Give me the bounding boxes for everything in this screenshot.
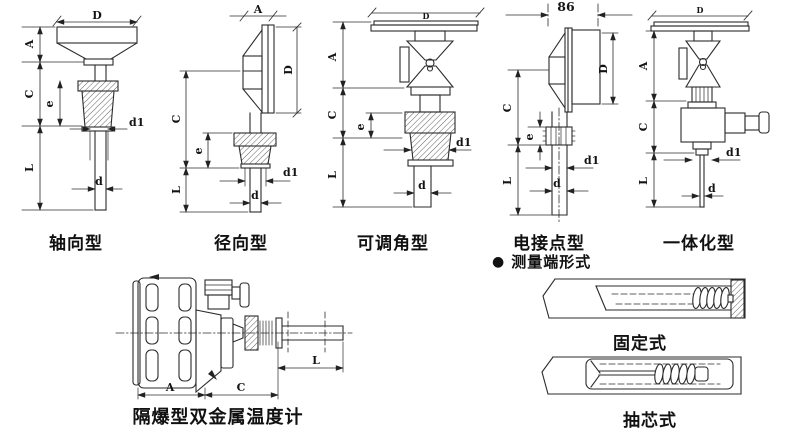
explosion-proof-drawing: A C L bbox=[115, 274, 353, 400]
contact-dim-L: L bbox=[501, 177, 514, 185]
contact-dim-e: e bbox=[523, 134, 536, 141]
axial-dim-C: C bbox=[23, 89, 36, 98]
axial-dim-d: d bbox=[95, 175, 103, 188]
axial-dim-L: L bbox=[23, 164, 36, 172]
label-adjustable-type: 可调角型 bbox=[357, 234, 429, 254]
explosion-dim-L: L bbox=[312, 354, 320, 367]
axial-outline bbox=[21, 15, 142, 211]
bullet-icon: ● bbox=[492, 253, 506, 270]
label-axial-type: 轴向型 bbox=[49, 234, 103, 254]
label-core-pull-end: 抽芯式 bbox=[623, 411, 677, 431]
adjustable-dim-e: e bbox=[354, 124, 367, 131]
label-fixed-end: 固定式 bbox=[613, 334, 667, 354]
contact-dim-d: d bbox=[553, 177, 561, 190]
radial-dim-d1: d1 bbox=[283, 166, 298, 179]
label-contact-type: 电接点型 bbox=[513, 234, 585, 254]
electric-contact-type-drawing: 86 D C e d1 L d bbox=[501, 0, 633, 223]
axial-type-drawing: D A C e d1 L d bbox=[21, 9, 144, 211]
integrated-dim-D: D bbox=[697, 5, 704, 15]
measuring-end-heading-text: 测量端形式 bbox=[511, 253, 592, 271]
label-radial-type: 径向型 bbox=[214, 234, 268, 254]
radial-dim-L: L bbox=[170, 186, 183, 194]
integrated-dim-C: C bbox=[637, 122, 650, 131]
label-integrated-type: 一体化型 bbox=[663, 234, 735, 254]
adjustable-dim-d: d bbox=[418, 179, 426, 192]
explosion-dim-A: A bbox=[165, 381, 175, 394]
integrated-type-drawing: D A C d1 L d bbox=[637, 5, 770, 208]
adjustable-dim-C: C bbox=[326, 110, 339, 119]
radial-dim-C: C bbox=[170, 114, 183, 123]
radial-outline bbox=[179, 10, 302, 213]
integrated-dim-d: d bbox=[708, 182, 716, 195]
contact-dim-86: 86 bbox=[557, 0, 575, 14]
explosion-proof-outline bbox=[115, 274, 353, 400]
integrated-dim-L: L bbox=[637, 177, 650, 185]
adjustable-dim-D: D bbox=[423, 11, 430, 21]
measuring-end-heading: ● 测量端形式 bbox=[492, 251, 591, 272]
axial-dim-e: e bbox=[43, 101, 56, 108]
fixed-end-drawing bbox=[542, 278, 746, 319]
core-pull-end-outline bbox=[541, 356, 742, 395]
adjustable-outline bbox=[332, 7, 485, 208]
fixed-end-outline bbox=[542, 278, 746, 319]
axial-dim-A: A bbox=[23, 39, 36, 49]
integrated-outline bbox=[645, 10, 770, 208]
adjustable-angle-type-drawing: D A C e d1 L d bbox=[326, 7, 485, 208]
label-explosion-proof: 隔爆型双金属温度计 bbox=[132, 407, 304, 428]
adjustable-dim-d1: d1 bbox=[456, 136, 471, 149]
axial-dim-D: D bbox=[92, 9, 102, 22]
radial-dim-e: e bbox=[192, 148, 205, 155]
explosion-dim-C: C bbox=[237, 381, 246, 394]
adjustable-dim-L: L bbox=[326, 171, 339, 179]
integrated-dim-d1: d1 bbox=[726, 146, 741, 159]
axial-dim-d1: d1 bbox=[129, 116, 144, 129]
adjustable-dim-A: A bbox=[326, 52, 339, 62]
radial-dim-d: d bbox=[251, 189, 259, 202]
radial-dim-A: A bbox=[253, 3, 263, 16]
contact-outline bbox=[505, 3, 633, 223]
core-pull-end-drawing bbox=[541, 356, 742, 395]
radial-type-drawing: A D C e d1 L d bbox=[170, 3, 302, 213]
contact-dim-d1: d1 bbox=[584, 154, 599, 167]
contact-dim-D: D bbox=[597, 64, 610, 74]
radial-dim-D: D bbox=[282, 65, 295, 75]
integrated-dim-A: A bbox=[637, 61, 650, 71]
contact-dim-C: C bbox=[501, 103, 514, 112]
